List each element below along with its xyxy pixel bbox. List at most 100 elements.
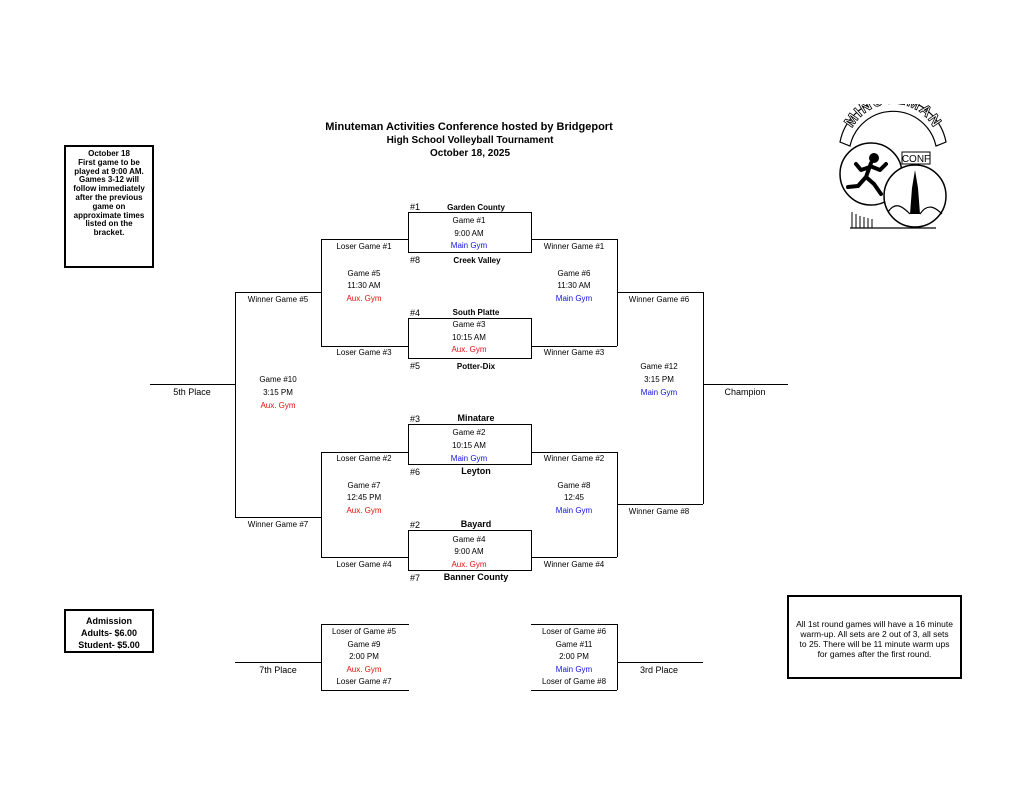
game-gym: Main Gym [555, 665, 593, 674]
bracket-line [531, 346, 617, 347]
game-box-2 [408, 424, 532, 465]
game-time: 3:15 PM [263, 388, 293, 397]
bracket-label: Loser of Game #5 [331, 627, 397, 636]
game-gym: Aux. Gym [346, 506, 382, 515]
team-name: Potter-Dix [456, 362, 496, 371]
team-name: South Platte [452, 308, 500, 317]
bracket-line [150, 384, 235, 385]
seed-label: #5 [410, 361, 421, 371]
schedule-note-line: follow immediately [73, 184, 145, 194]
game-time: 2:00 PM [349, 652, 379, 661]
bracket-line [321, 452, 409, 453]
game-time: 11:30 AM [347, 281, 381, 290]
page-title: Minuteman Activities Conference hosted b… [325, 121, 613, 133]
game-time: 9:00 AM [454, 547, 484, 556]
bracket-line [531, 624, 617, 625]
bracket-line [617, 292, 703, 293]
bracket-label: Winner Game #8 [628, 507, 690, 516]
warmup-note-line: to 25. There will be 11 minute warm ups [799, 639, 950, 649]
schedule-note-line: played at 9:00 AM. [74, 166, 144, 176]
game-gym: Aux. Gym [346, 665, 382, 674]
schedule-note-line: game on [92, 201, 126, 211]
bracket-line [617, 662, 703, 663]
bracket-label: Loser of Game #8 [541, 677, 607, 686]
logo-badge-text: CONF [902, 154, 930, 165]
bracket-label: Loser of Game #6 [541, 627, 607, 636]
game-name: Game #7 [347, 481, 381, 490]
team-name: Banner County [443, 572, 509, 582]
champion-label: Champion [724, 387, 766, 397]
seed-label: #8 [410, 255, 421, 265]
bracket-line [531, 239, 617, 240]
warmup-note-line: warm-up. All sets are 2 out of 3, all se… [800, 629, 949, 639]
seed-label: #2 [410, 520, 421, 530]
game-gym: Main Gym [450, 454, 488, 463]
game-name: Game #5 [347, 269, 381, 278]
game-time: 12:45 [563, 493, 585, 502]
game-box-4 [408, 530, 532, 571]
team-name: Creek Valley [453, 256, 501, 265]
bracket-label: Winner Game #5 [247, 295, 309, 304]
bracket-label: Winner Game #1 [543, 242, 605, 251]
schedule-note: October 18 First game to be played at 9:… [64, 145, 154, 268]
game-name: Game #4 [452, 535, 486, 544]
game-time: 2:00 PM [559, 652, 589, 661]
bracket-line [235, 662, 321, 663]
game-time: 10:15 AM [452, 333, 486, 342]
minuteman-conference-logo: MINUTEMAN CONF [839, 104, 947, 229]
bracket-label: Winner Game #6 [628, 295, 690, 304]
game-box-1 [408, 212, 532, 253]
admission-box: Admission Adults- $6.00 Student- $5.00 [64, 609, 154, 653]
seventh-place-label: 7th Place [259, 665, 297, 675]
bracket-label: Winner Game #3 [543, 348, 605, 357]
game-name: Game #12 [640, 362, 678, 371]
seed-label: #7 [410, 573, 421, 583]
bracket-line [531, 557, 617, 558]
bracket-label: Loser Game #3 [336, 348, 392, 357]
bracket-line [617, 624, 618, 690]
bracket-line [235, 292, 321, 293]
bracket-line [235, 292, 236, 517]
bracket-line [321, 624, 409, 625]
fifth-place-label: 5th Place [173, 387, 211, 397]
seed-label: #6 [410, 467, 421, 477]
game-name: Game #10 [259, 375, 297, 384]
game-gym: Aux. Gym [451, 345, 487, 354]
bracket-line [703, 292, 704, 504]
game-gym: Main Gym [450, 241, 488, 250]
game-time: 3:15 PM [644, 375, 674, 384]
bracket-line [321, 239, 322, 346]
bracket-label: Winner Game #2 [543, 454, 605, 463]
bracket-line [321, 346, 409, 347]
game-box-3 [408, 318, 532, 359]
page-subtitle: High School Volleyball Tournament [386, 135, 554, 146]
game-name: Game #8 [557, 481, 591, 490]
seed-label: #1 [410, 202, 421, 212]
bracket-label: Loser Game #4 [336, 560, 392, 569]
warmup-note-line: All 1st round games will have a 16 minut… [796, 619, 953, 629]
game-time: 11:30 AM [557, 281, 591, 290]
schedule-note-line: Games 3-12 will [78, 175, 140, 185]
bracket-label: Loser Game #2 [336, 454, 392, 463]
game-name: Game #11 [555, 640, 593, 649]
team-name: Minatare [457, 413, 495, 423]
bracket-line [321, 624, 322, 690]
team-name: Garden County [447, 203, 505, 212]
game-gym: Aux. Gym [346, 294, 382, 303]
bracket-label: Winner Game #7 [247, 520, 309, 529]
game-gym: Main Gym [555, 294, 593, 303]
game-time: 12:45 PM [346, 493, 382, 502]
bracket-line [321, 557, 409, 558]
game-gym: Main Gym [640, 388, 678, 397]
admission-students: Student- $5.00 [78, 640, 140, 650]
game-gym: Aux. Gym [260, 401, 296, 410]
bracket-line [531, 690, 617, 691]
bracket-line [321, 239, 409, 240]
warmup-note: All 1st round games will have a 16 minut… [787, 595, 962, 679]
tournament-date: October 18, 2025 [429, 148, 511, 159]
bracket-label: Loser Game #1 [336, 242, 392, 251]
schedule-note-line: listed on the [85, 219, 133, 229]
schedule-note-line: October 18 [88, 149, 130, 158]
game-name: Game #1 [452, 216, 486, 225]
bracket-label: Winner Game #4 [543, 560, 605, 569]
